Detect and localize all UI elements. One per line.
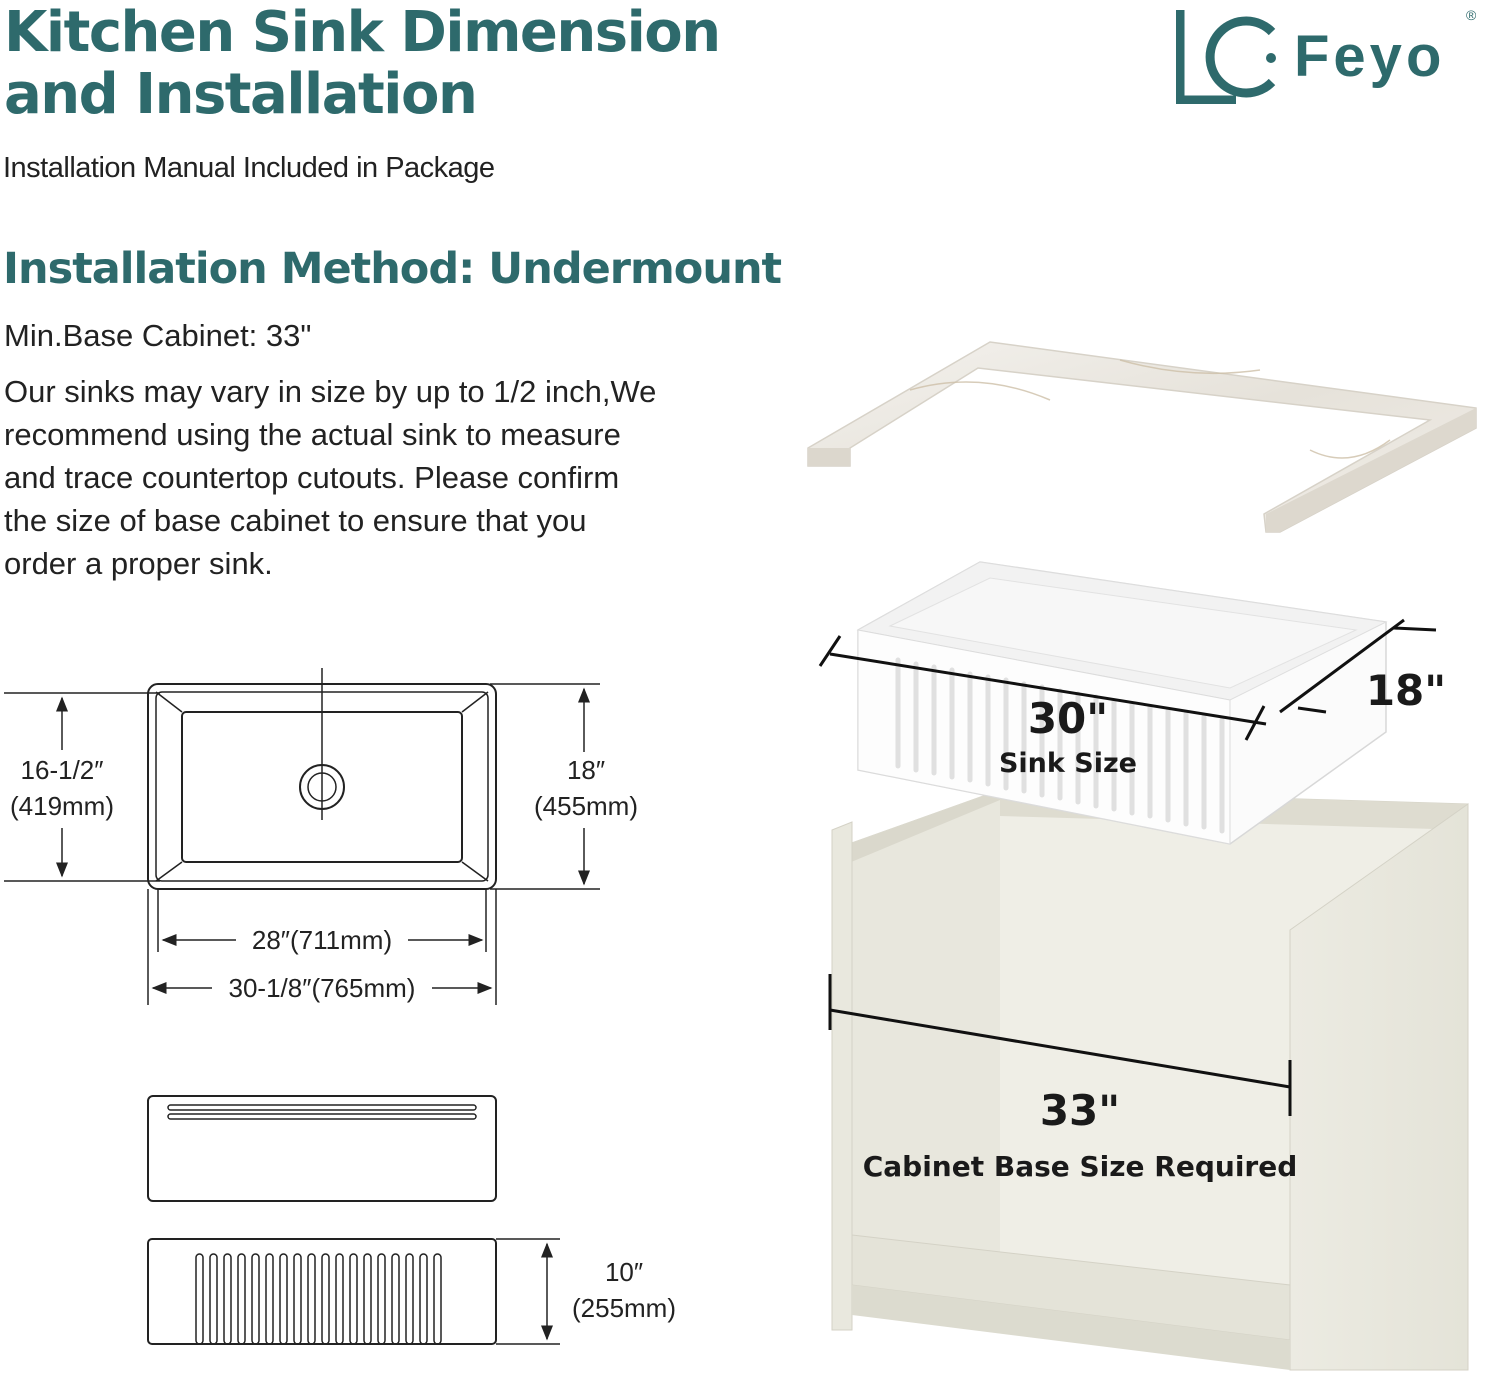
apron-height-imperial: 10″ [604,1257,644,1287]
cabinet-width-label: 33" [1039,1086,1121,1135]
installation-description: Our sinks may vary in size by up to 1/2 … [4,370,724,585]
description-line: Our sinks may vary in size by up to 1/2 … [4,374,657,409]
sink-depth-label: 18" [1365,666,1447,715]
outer-depth-label: 18″ (455mm) [524,752,648,824]
installation-illustration [807,341,1477,1371]
logo-brand-text: Feyo [1294,24,1445,89]
inner-width-label: 28″(711mm) [251,925,393,955]
inner-depth-imperial: 16-1/2″ [20,755,104,785]
outer-width-label: 30-1/8″(765mm) [228,973,416,1003]
description-line: the size of base cabinet to ensure that … [4,503,587,538]
description-line: order a proper sink. [4,546,273,581]
inner-depth-metric: (419mm) [9,791,114,821]
lofeyo-logo-icon: Feyo ® [1175,7,1477,105]
description-line: and trace countertop cutouts. Please con… [4,460,620,495]
title-line-1: Kitchen Sink Dimension [4,0,721,65]
title-line-2: and Installation [4,62,478,127]
inner-depth-label: 16-1/2″ (419mm) [0,752,124,824]
apron-height-metric: (255mm) [571,1293,676,1323]
sink-size-label: Sink Size [998,748,1137,779]
brand-logo: Feyo ® [1175,4,1477,105]
registered-mark: ® [1466,7,1476,23]
top-view-drawing [4,668,600,1005]
installation-method: Installation Method: Undermount [3,244,782,294]
cabinet [831,789,1469,1371]
sink-width-label: 30" [1027,694,1109,743]
description-line: recommend using the actual sink to measu… [4,417,621,452]
farmhouse-sink [856,561,1388,845]
outer-depth-metric: (455mm) [533,791,638,821]
apron-height-label: 10″ (255mm) [562,1254,686,1326]
front-view-drawing [147,1095,560,1345]
outer-depth-imperial: 18″ [566,755,606,785]
cabinet-size-label: Cabinet Base Size Required [862,1150,1298,1183]
page-title: Kitchen Sink Dimension and Installation [4,0,721,127]
min-base-cabinet: Min.Base Cabinet: 33" [4,318,312,353]
page-subtitle: Installation Manual Included in Package [3,152,495,184]
countertop [807,341,1477,533]
